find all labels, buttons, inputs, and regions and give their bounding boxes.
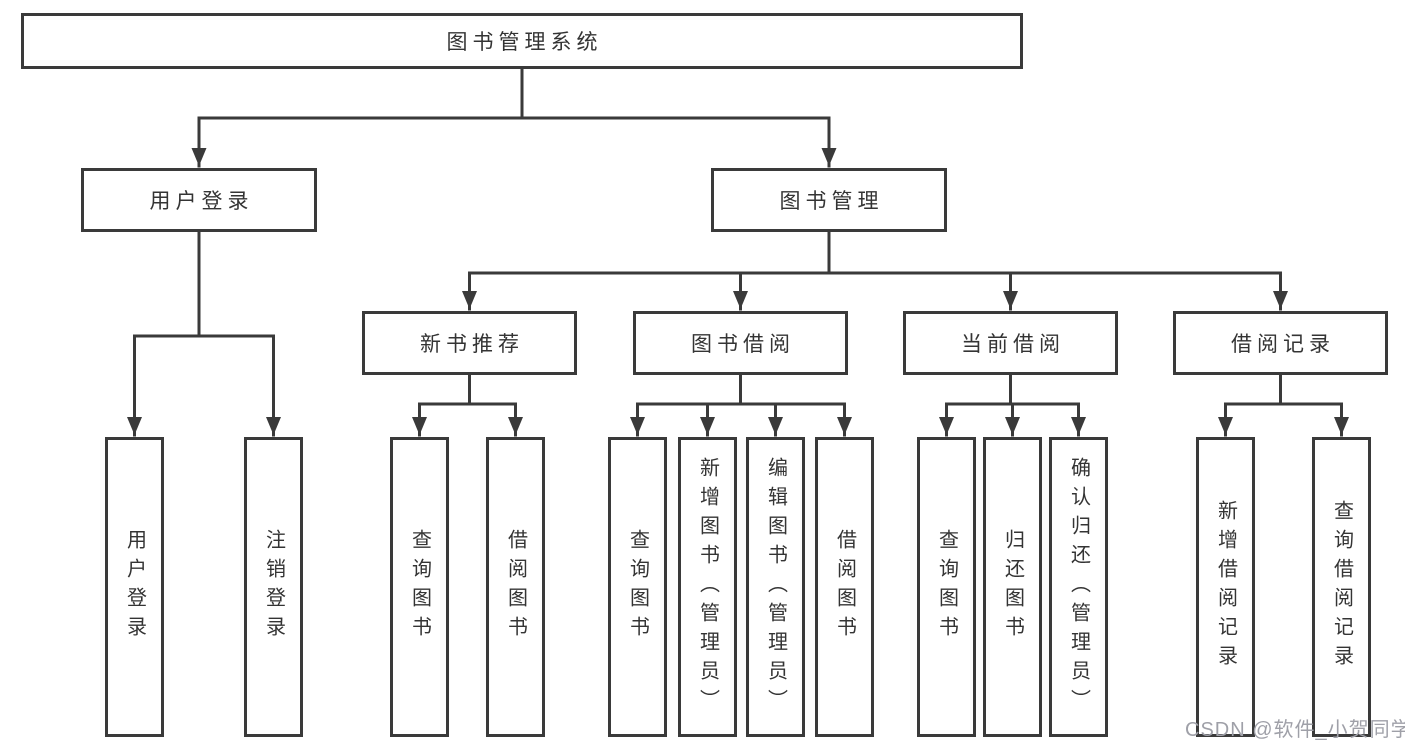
elbow-user-login	[133, 230, 275, 338]
leaf-current-confirm-return-admin: 确认归还（管理员）	[1049, 437, 1108, 737]
leaf-current-query-books: 查询图书	[917, 437, 976, 737]
elbow-book-management	[468, 230, 1282, 275]
elbow-section-1	[636, 373, 846, 406]
node-current-borrow: 当前借阅	[903, 311, 1118, 375]
leaf-recommend-borrow-books: 借阅图书	[486, 437, 545, 737]
node-root-system: 图书管理系统	[21, 13, 1023, 69]
leaf-borrow-edit-books-admin: 编辑图书（管理员）	[746, 437, 805, 737]
elbow-section-3	[1224, 373, 1343, 406]
node-new-book-recommend: 新书推荐	[362, 311, 577, 375]
leaf-user-login: 用户登录	[105, 437, 164, 737]
leaf-current-return-books: 归还图书	[983, 437, 1042, 737]
elbow-root	[197, 67, 831, 120]
leaf-recommend-query-books: 查询图书	[390, 437, 449, 737]
elbow-section-0	[418, 373, 517, 406]
elbow-section-2	[945, 373, 1080, 406]
node-book-management: 图书管理	[711, 168, 947, 232]
node-borrow-records: 借阅记录	[1173, 311, 1388, 375]
leaf-borrow-add-books-admin: 新增图书（管理员）	[678, 437, 737, 737]
leaf-borrow-borrow-books: 借阅图书	[815, 437, 874, 737]
leaf-logout: 注销登录	[244, 437, 303, 737]
node-book-borrow: 图书借阅	[633, 311, 848, 375]
leaf-records-query-record: 查询借阅记录	[1312, 437, 1371, 737]
node-user-login: 用户登录	[81, 168, 317, 232]
watermark: CSDN @软件_小贺同学	[1185, 719, 1405, 741]
leaf-borrow-query-books: 查询图书	[608, 437, 667, 737]
leaf-records-add-record: 新增借阅记录	[1196, 437, 1255, 737]
